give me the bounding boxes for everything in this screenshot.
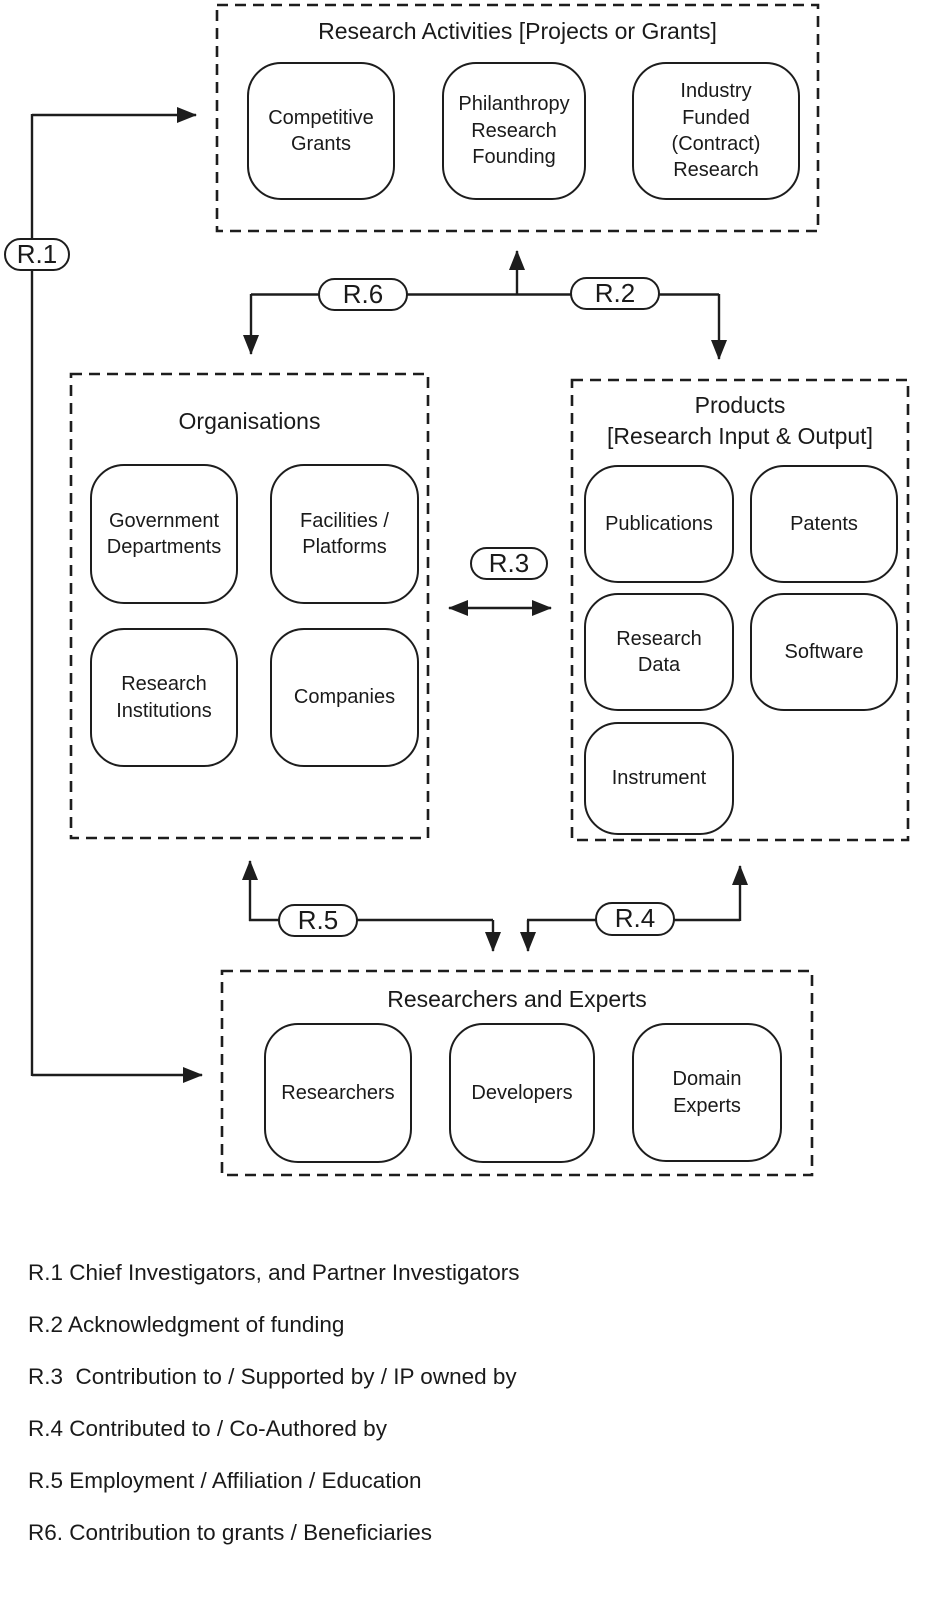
node-research-institutions: Research Institutions xyxy=(90,628,238,767)
node-government-departments: Government Departments xyxy=(90,464,238,604)
node-industry-funded-contract-research: Industry Funded (Contract) Research xyxy=(632,62,800,200)
legend-item-r1: R.1 Chief Investigators, and Partner Inv… xyxy=(28,1260,520,1285)
legend-item-r3: R.3 Contribution to / Supported by / IP … xyxy=(28,1364,517,1389)
relation-label-r4: R.4 xyxy=(595,902,675,936)
node-domain-experts: Domain Experts xyxy=(632,1023,782,1162)
organisations-title: Organisations xyxy=(178,408,321,434)
products-title-line2: [Research Input & Output] xyxy=(607,423,873,449)
relation-label-r5: R.5 xyxy=(278,904,358,937)
node-facilities-platforms: Facilities / Platforms xyxy=(270,464,419,604)
node-research-data: Research Data xyxy=(584,593,734,711)
researchers-and-experts-title: Researchers and Experts xyxy=(387,986,647,1012)
legend-item-r2: R.2 Acknowledgment of funding xyxy=(28,1312,345,1337)
node-philanthropy-research-founding: Philanthropy Research Founding xyxy=(442,62,586,200)
node-researchers: Researchers xyxy=(264,1023,412,1163)
relation-label-r1: R.1 xyxy=(4,238,70,271)
node-developers: Developers xyxy=(449,1023,595,1163)
node-instrument: Instrument xyxy=(584,722,734,835)
research-activities-title: Research Activities [Projects or Grants] xyxy=(318,18,717,44)
legend-item-r5: R.5 Employment / Affiliation / Education xyxy=(28,1468,422,1493)
relation-label-r3: R.3 xyxy=(470,547,548,580)
relation-label-r6: R.6 xyxy=(318,278,408,311)
products-title-line1: Products xyxy=(694,392,786,418)
node-software: Software xyxy=(750,593,898,711)
node-publications: Publications xyxy=(584,465,734,583)
legend-item-r6: R6. Contribution to grants / Beneficiari… xyxy=(28,1520,432,1545)
node-competitive-grants: Competitive Grants xyxy=(247,62,395,200)
legend-item-r4: R.4 Contributed to / Co-Authored by xyxy=(28,1416,387,1441)
relation-label-r2: R.2 xyxy=(570,277,660,310)
node-companies: Companies xyxy=(270,628,419,767)
relation-legend: R.1 Chief Investigators, and Partner Inv… xyxy=(28,1259,908,1571)
organisations-border xyxy=(69,372,430,840)
node-patents: Patents xyxy=(750,465,898,583)
products-title: Products [Research Input & Output] xyxy=(572,390,908,452)
